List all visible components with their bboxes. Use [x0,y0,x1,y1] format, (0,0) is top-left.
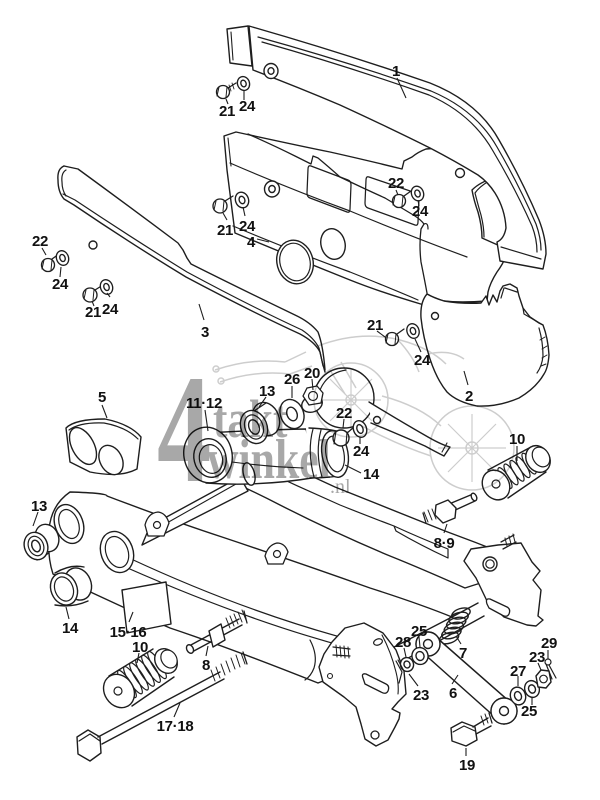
svg-text:10: 10 [132,639,148,656]
svg-text:22: 22 [336,405,352,422]
svg-text:6: 6 [449,685,457,702]
svg-text:10: 10 [509,431,525,448]
svg-text:13: 13 [31,498,47,515]
svg-text:21: 21 [217,222,233,239]
svg-text:winkel: winkel [207,428,331,490]
svg-text:20: 20 [304,365,320,382]
svg-text:24: 24 [52,276,69,293]
svg-text:27: 27 [510,663,526,680]
svg-text:4: 4 [247,234,256,251]
svg-text:24: 24 [239,98,256,115]
svg-text:5: 5 [98,389,106,406]
svg-text:29: 29 [541,635,557,652]
svg-text:24: 24 [353,443,370,460]
svg-text:8·9: 8·9 [434,535,455,552]
svg-text:8: 8 [202,657,210,674]
svg-text:3: 3 [201,324,209,341]
svg-text:14: 14 [62,620,79,637]
svg-text:21: 21 [85,304,101,321]
svg-text:1: 1 [392,63,400,80]
svg-text:24: 24 [414,352,431,369]
svg-text:23: 23 [413,687,429,704]
svg-text:24: 24 [102,301,119,318]
svg-text:19: 19 [459,757,475,774]
svg-text:24: 24 [239,218,256,235]
svg-text:7: 7 [459,645,467,662]
svg-text:28: 28 [395,634,411,651]
svg-text:23: 23 [529,649,545,666]
svg-text:11·12: 11·12 [186,395,222,412]
svg-text:25: 25 [411,623,427,640]
svg-text:22: 22 [32,233,48,250]
svg-text:22: 22 [388,175,404,192]
svg-text:25: 25 [521,703,537,720]
svg-text:14: 14 [363,466,380,483]
svg-text:21: 21 [367,317,383,334]
svg-text:takt: takt [213,388,288,449]
svg-text:17·18: 17·18 [157,718,194,735]
svg-text:24: 24 [412,203,429,220]
svg-text:13: 13 [259,383,275,400]
svg-text:4: 4 [157,343,211,514]
svg-text:21: 21 [219,103,235,120]
svg-text:.nl: .nl [330,476,351,498]
svg-text:26: 26 [284,371,300,388]
svg-text:15·16: 15·16 [110,624,147,641]
svg-text:2: 2 [465,388,473,405]
